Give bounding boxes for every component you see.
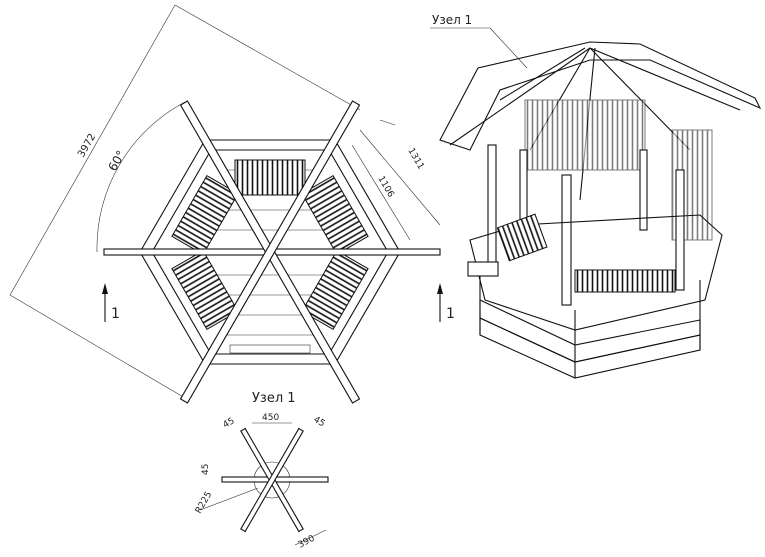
dimension-line-overall [9,4,176,296]
bench-bottom-left [171,250,239,330]
plan-view: 3972 60° 1311 1106 1 [9,4,455,404]
node-title: Узел 1 [252,391,296,406]
section-mark-left: 1 [102,283,120,322]
svg-text:1: 1 [111,306,120,322]
perspective-view: Узел 1 [430,13,762,379]
svg-text:1: 1 [446,306,455,322]
section-mark-right: 1 [437,283,455,322]
angle-arc [96,101,186,253]
roof-beams [103,100,441,404]
bench-top [234,159,306,196]
dim-beam-left-label: 45 [222,416,237,430]
log-base [467,261,701,379]
railing [574,269,676,293]
dim-beam-right-label: 45 [312,415,327,429]
callout-label: Узел 1 [432,13,472,27]
roof [439,41,762,151]
dim-side-inner-label: 1106 [375,175,395,200]
dim-width-label: 450 [262,413,279,423]
floor-deck [469,214,723,331]
dim-side-outer-label: 1311 [405,147,425,172]
bench [496,213,548,262]
dim-beam-horizontal-label: 45 [201,464,211,475]
node-detail: Узел 1 450 45 45 45 R225 390 [194,391,329,551]
radius-label: R225 [194,490,214,515]
bench-top-left [171,175,239,255]
angle-label: 60° [105,148,128,173]
bench-bottom-right [301,250,369,330]
bench-top-right [301,175,369,255]
posts [487,144,685,306]
